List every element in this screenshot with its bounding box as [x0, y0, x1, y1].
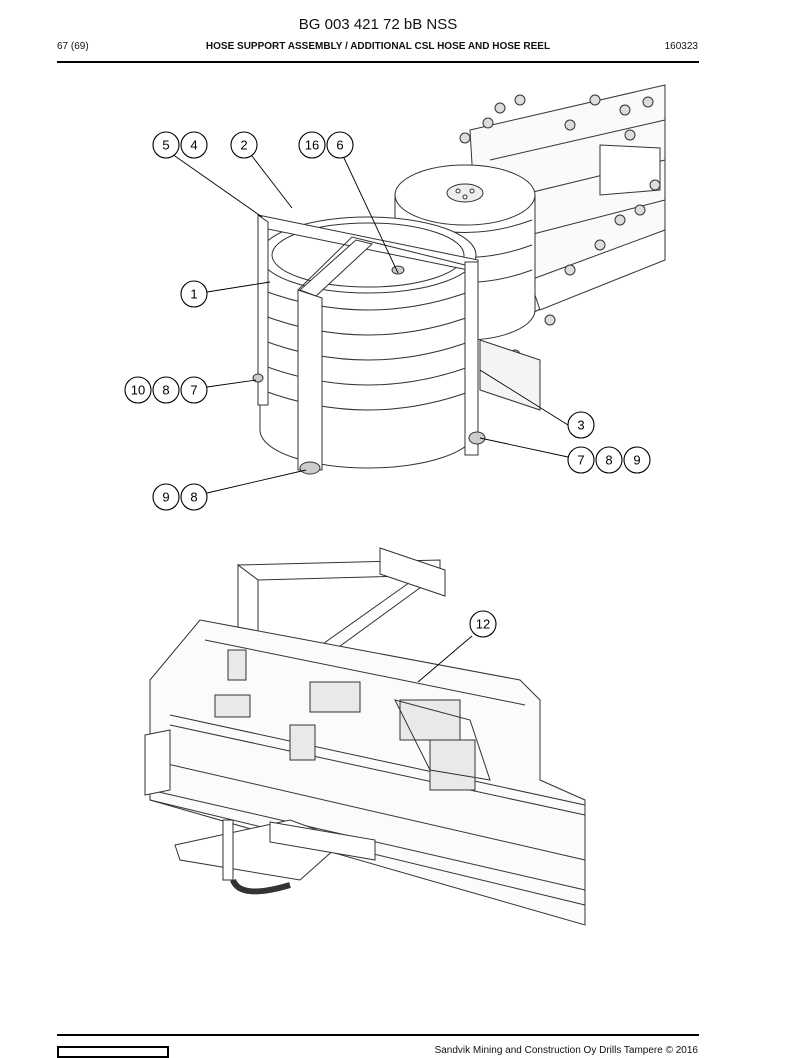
svg-text:7: 7 — [577, 453, 584, 468]
svg-text:8: 8 — [190, 490, 197, 505]
callout-5: 5 — [152, 131, 180, 159]
svg-text:8: 8 — [605, 453, 612, 468]
hose-reel-illustration — [252, 84, 666, 475]
svg-text:12: 12 — [476, 617, 490, 632]
leader-lines — [171, 153, 569, 683]
callout-10: 10 — [124, 376, 152, 404]
svg-text:8: 8 — [162, 383, 169, 398]
callout-12: 12 — [469, 610, 497, 638]
svg-text:9: 9 — [162, 490, 169, 505]
callout-4: 4 — [180, 131, 208, 159]
callout-7: 7 — [180, 376, 208, 404]
callout-7: 7 — [567, 446, 595, 474]
svg-text:2: 2 — [240, 138, 247, 153]
svg-text:5: 5 — [162, 138, 169, 153]
document-code: 160323 — [664, 41, 698, 52]
callout-8: 8 — [152, 376, 180, 404]
svg-text:1: 1 — [190, 287, 197, 302]
callout-1: 1 — [180, 280, 208, 308]
svg-text:16: 16 — [305, 138, 319, 153]
svg-text:3: 3 — [577, 418, 584, 433]
callout-16: 16 — [298, 131, 326, 159]
footer-copyright: Sandvik Mining and Construction Oy Drill… — [434, 1045, 698, 1056]
callout-9: 9 — [152, 483, 180, 511]
svg-text:6: 6 — [336, 138, 343, 153]
callout-6: 6 — [326, 131, 354, 159]
svg-text:10: 10 — [131, 383, 145, 398]
document-id: BG 003 421 72 bB NSS — [298, 16, 458, 33]
header-rule — [57, 61, 699, 63]
callout-9: 9 — [623, 446, 651, 474]
callout-8: 8 — [595, 446, 623, 474]
svg-text:7: 7 — [190, 383, 197, 398]
svg-text:9: 9 — [633, 453, 640, 468]
page-title: HOSE SUPPORT ASSEMBLY / ADDITIONAL CSL H… — [205, 41, 551, 52]
svg-text:4: 4 — [190, 138, 197, 153]
callout-3: 3 — [567, 411, 595, 439]
footer-rule — [57, 1034, 699, 1036]
feed-beam-illustration — [144, 547, 586, 926]
callout-8: 8 — [180, 483, 208, 511]
page-number: 67 (69) — [57, 41, 89, 52]
sandvik-logo — [57, 1046, 169, 1058]
callout-2: 2 — [230, 131, 258, 159]
